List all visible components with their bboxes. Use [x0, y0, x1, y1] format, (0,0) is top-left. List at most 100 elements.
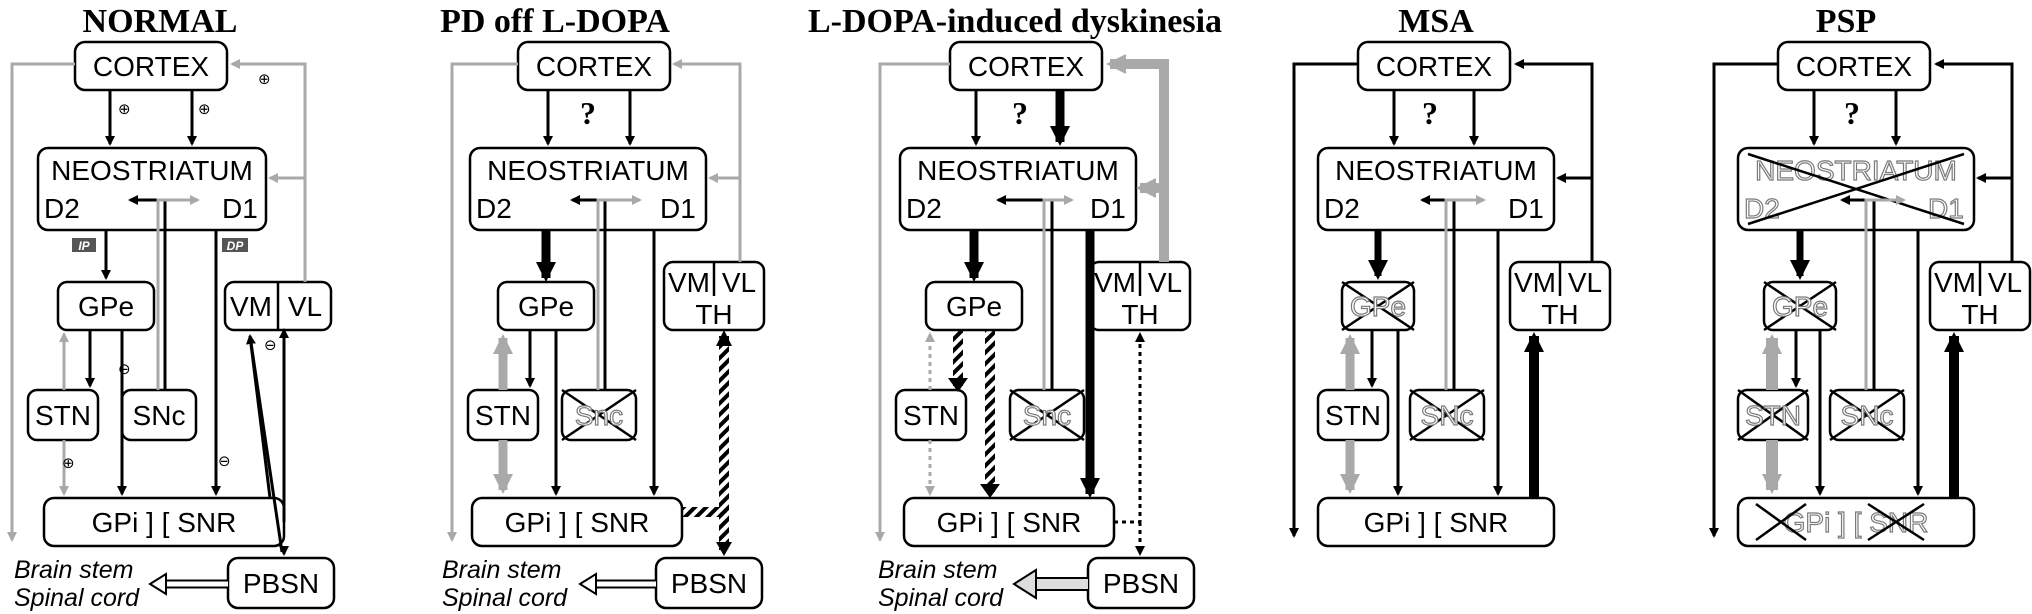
snc-label: SNc [1841, 400, 1894, 431]
cortex-box [948, 40, 1104, 92]
snc-label: Snc [575, 400, 623, 431]
th-label: TH [695, 299, 732, 330]
panel-title: L-DOPA-induced dyskinesia [808, 3, 1222, 40]
stn-label: STN [35, 400, 91, 431]
cortex-label: CORTEX [93, 51, 209, 82]
vl-label: VL [1148, 267, 1182, 298]
d2-label: D2 [1744, 193, 1780, 224]
panel-msa: MSA CORTEX ? NEOSTRIATUM D2 D1 GPe STN S… [1289, 3, 1612, 548]
dp-tag-label: DP [227, 239, 245, 253]
vl-label: VL [1568, 267, 1602, 298]
panel-normal: NORMAL CORTEX NEOSTRIATUM D2 D1 GPe STN … [7, 3, 336, 612]
cortex-label: CORTEX [968, 51, 1084, 82]
d1-label: D1 [660, 193, 696, 224]
question-mark: ? [1422, 95, 1438, 131]
output-label-1: Brain stem [14, 556, 133, 584]
gpe-label: GPe [1772, 291, 1828, 322]
gpe-label: GPe [946, 291, 1002, 322]
snc-label: Snc [1023, 400, 1071, 431]
vm-label: VM [1094, 267, 1136, 298]
plus-sign: ⊕ [62, 454, 75, 472]
cortex-label: CORTEX [536, 51, 652, 82]
gpe-box [924, 280, 1024, 332]
th-label: TH [1961, 299, 1998, 330]
cortex-box [73, 40, 229, 92]
snc-label: SNc [133, 400, 186, 431]
neostriatum-box [36, 146, 268, 232]
gpi-snr-label: GPi ] [ SNR [1364, 507, 1509, 538]
d2-label: D2 [44, 193, 80, 224]
cortex-label: CORTEX [1796, 51, 1912, 82]
pbsn-label: PBSN [243, 568, 319, 599]
d2-label: D2 [906, 193, 942, 224]
gpi-snr-label: GPi ] [ SNR [1784, 507, 1929, 538]
cortex-box [516, 40, 672, 92]
gpe-label: GPe [518, 291, 574, 322]
neostriatum-label: NEOSTRIATUM [917, 155, 1119, 186]
gpe-box [496, 280, 596, 332]
output-label-1: Brain stem [878, 556, 997, 584]
neostriatum-box [1316, 146, 1556, 232]
gpi-snr-label: GPi ] [ SNR [92, 507, 237, 538]
snc-label: SNc [1421, 400, 1474, 431]
plus-sign: ⊕ [118, 100, 131, 118]
gpi-snr-label: GPi ] [ SNR [937, 507, 1082, 538]
pbsn-label: PBSN [671, 568, 747, 599]
gpe-label: GPe [78, 291, 134, 322]
pbsn-label: PBSN [1103, 568, 1179, 599]
vm-label: VM [1934, 267, 1976, 298]
ip-tag-label: IP [78, 239, 90, 253]
d1-label: D1 [1090, 193, 1126, 224]
gpe-box [56, 280, 156, 332]
stn-label: STN [1745, 400, 1801, 431]
question-mark: ? [1844, 95, 1860, 131]
panel-title: PSP [1816, 3, 1876, 40]
panel-title: MSA [1398, 3, 1474, 40]
neostriatum-label: NEOSTRIATUM [1335, 155, 1537, 186]
panel-title: PD off L-DOPA [440, 3, 670, 40]
stn-label: STN [903, 400, 959, 431]
minus-sign: ⊖ [264, 336, 277, 354]
stn-label: STN [1325, 400, 1381, 431]
gpi-snr-box [470, 496, 684, 548]
stn-label: STN [475, 400, 531, 431]
plus-sign: ⊕ [198, 100, 211, 118]
cortex-box [1776, 40, 1932, 92]
output-label-2: Spinal cord [442, 584, 568, 612]
neostriatum-box [468, 146, 708, 232]
question-mark: ? [580, 95, 596, 131]
panel-ldopa-dyskinesia: L-DOPA-induced dyskinesia CORTEX ? NEOST… [808, 3, 1222, 612]
cortex-label: CORTEX [1376, 51, 1492, 82]
gpe-label: GPe [1350, 291, 1406, 322]
vm-label: VM [230, 291, 272, 322]
th-label: TH [1541, 299, 1578, 330]
output-label-2: Spinal cord [14, 584, 140, 612]
cortex-box [1356, 40, 1512, 92]
minus-sign: ⊖ [218, 452, 231, 470]
d1-label: D1 [222, 193, 258, 224]
question-mark: ? [1012, 95, 1028, 131]
vm-label: VM [668, 267, 710, 298]
dp-tag [222, 238, 248, 252]
output-label-2: Spinal cord [878, 584, 1004, 612]
neostriatum-label: NEOSTRIATUM [487, 155, 689, 186]
vl-label: VL [288, 291, 322, 322]
neostriatum-label: NEOSTRIATUM [1755, 155, 1957, 186]
ip-tag [72, 238, 96, 252]
panel-pd-off-ldopa: PD off L-DOPA CORTEX ? NEOSTRIATUM D2 D1… [440, 3, 766, 612]
gpi-snr-label: GPi ] [ SNR [505, 507, 650, 538]
d2-label: D2 [476, 193, 512, 224]
th-label: TH [1121, 299, 1158, 330]
vl-label: VL [722, 267, 756, 298]
plus-sign: ⊕ [258, 70, 271, 88]
output-label-1: Brain stem [442, 556, 561, 584]
d1-label: D1 [1508, 193, 1544, 224]
d2-label: D2 [1324, 193, 1360, 224]
panel-psp: PSP CORTEX ? NEOSTRIATUM D2 D1 GPe STN S… [1709, 3, 2032, 548]
vm-label: VM [1514, 267, 1556, 298]
neostriatum-label: NEOSTRIATUM [51, 155, 253, 186]
gpi-snr-box [1316, 496, 1556, 548]
minus-sign: ⊖ [118, 360, 131, 378]
